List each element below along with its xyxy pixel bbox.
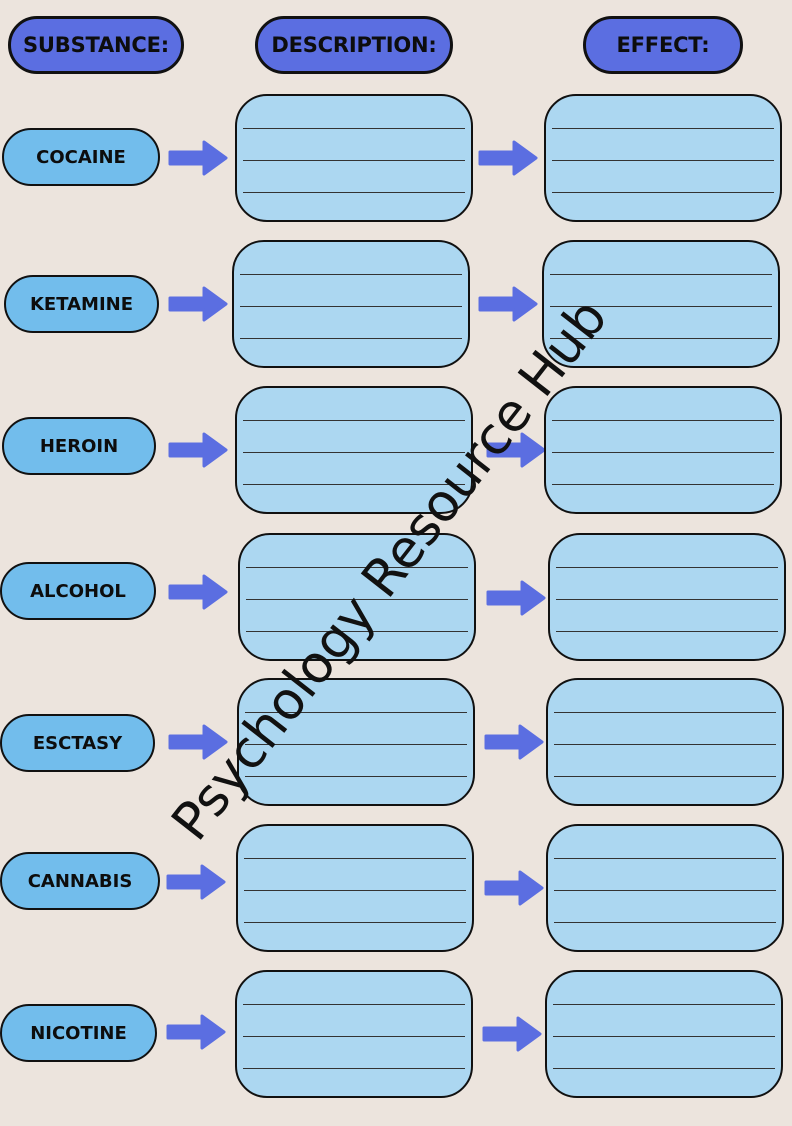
substance-label: CANNABIS <box>27 870 133 892</box>
description-box-ecstasy[interactable] <box>237 678 475 806</box>
arrow-right-icon <box>482 1016 542 1052</box>
substance-label: COCAINE <box>36 146 126 168</box>
arrow-right-icon <box>168 574 228 610</box>
substance-header-label: SUBSTANCE: <box>23 33 169 57</box>
substance-pill-ecstasy: ESCTASY <box>0 714 155 772</box>
substance-pill-nicotine: NICOTINE <box>0 1004 157 1062</box>
effect-header-label: EFFECT: <box>616 33 710 57</box>
arrow-right-icon <box>168 140 228 176</box>
arrow-right-icon <box>478 140 538 176</box>
arrow-right-icon <box>484 724 544 760</box>
substance-header: SUBSTANCE: <box>8 16 184 74</box>
arrow-right-icon <box>486 432 546 468</box>
arrow-right-icon <box>168 724 228 760</box>
description-header: DESCRIPTION: <box>255 16 453 74</box>
substance-label: ESCTASY <box>32 732 123 754</box>
substance-label: HEROIN <box>39 435 119 457</box>
description-box-heroin[interactable] <box>235 386 473 514</box>
effect-box-heroin[interactable] <box>544 386 782 514</box>
effect-box-ketamine[interactable] <box>542 240 780 368</box>
description-box-nicotine[interactable] <box>235 970 473 1098</box>
substance-pill-heroin: HEROIN <box>2 417 156 475</box>
arrow-right-icon <box>166 864 226 900</box>
substance-pill-alcohol: ALCOHOL <box>0 562 156 620</box>
substance-pill-cocaine: COCAINE <box>2 128 160 186</box>
effect-box-alcohol[interactable] <box>548 533 786 661</box>
effect-box-ecstasy[interactable] <box>546 678 784 806</box>
description-box-cannabis[interactable] <box>236 824 474 952</box>
description-box-alcohol[interactable] <box>238 533 476 661</box>
effect-box-nicotine[interactable] <box>545 970 783 1098</box>
description-box-ketamine[interactable] <box>232 240 470 368</box>
arrow-right-icon <box>168 286 228 322</box>
arrow-right-icon <box>166 1014 226 1050</box>
arrow-right-icon <box>486 580 546 616</box>
effect-header: EFFECT: <box>583 16 743 74</box>
description-header-label: DESCRIPTION: <box>271 33 437 57</box>
description-box-cocaine[interactable] <box>235 94 473 222</box>
arrow-right-icon <box>168 432 228 468</box>
substance-label: NICOTINE <box>30 1022 127 1044</box>
substance-label: KETAMINE <box>29 293 134 315</box>
arrow-right-icon <box>478 286 538 322</box>
effect-box-cocaine[interactable] <box>544 94 782 222</box>
substance-pill-ketamine: KETAMINE <box>4 275 159 333</box>
substance-label: ALCOHOL <box>30 580 126 602</box>
substance-pill-cannabis: CANNABIS <box>0 852 160 910</box>
arrow-right-icon <box>484 870 544 906</box>
effect-box-cannabis[interactable] <box>546 824 784 952</box>
